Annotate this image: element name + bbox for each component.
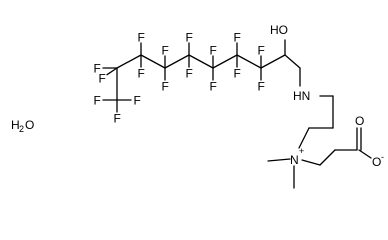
water-h: H <box>11 118 20 132</box>
heteroatom-labels: HO HN N + O O - <box>270 23 384 169</box>
ammonium-n-label: N <box>290 153 299 167</box>
bond-c8-c9 <box>260 54 286 69</box>
fluorine-label: F <box>99 72 106 86</box>
carboxylate-oxygen-label: O <box>372 155 381 169</box>
bond-c7-c8 <box>236 54 262 69</box>
fluorine-label: F <box>234 67 241 81</box>
fluorine-label: F <box>162 44 169 58</box>
skeleton-bonds <box>116 39 372 189</box>
bond-c5-c6 <box>188 54 214 69</box>
bond-c16-o-minus <box>358 149 372 159</box>
fluorine-label: F <box>138 31 145 45</box>
fluorine-label: F <box>186 67 193 81</box>
water-subscript: 2 <box>19 124 24 134</box>
bond-c2-c3 <box>116 54 142 69</box>
fluorine-label: F <box>186 31 193 45</box>
bond-c6-c7 <box>212 54 238 69</box>
fluorine-label: F <box>162 80 169 94</box>
fluorine-label: F <box>210 44 217 58</box>
bond-c9-c10 <box>284 54 301 69</box>
fluorine-label: F <box>138 67 145 81</box>
water-o: O <box>25 118 34 132</box>
water-molecule: H 2 O <box>11 118 34 134</box>
bond-n-c14 <box>301 159 321 166</box>
carboxylate-charge: - <box>381 152 384 162</box>
fluorine-label: F <box>134 94 141 108</box>
bond-c14-c15 <box>319 149 336 166</box>
fluorine-label: F <box>94 94 101 108</box>
carbonyl-oxygen-label: O <box>355 114 364 128</box>
bond-c13-n <box>298 127 310 149</box>
bond-n-methyl-1 <box>267 158 291 162</box>
fluorine-label: F <box>114 112 121 126</box>
bond-c-f <box>106 67 118 76</box>
bond-c3-c4 <box>140 54 166 69</box>
amine-label: HN <box>293 89 310 103</box>
fluorine-label: F <box>210 80 217 94</box>
fluorine-label: F <box>258 44 265 58</box>
ammonium-charge: + <box>299 146 304 156</box>
hydroxyl-label: HO <box>270 23 288 37</box>
bond-c4-c5 <box>164 54 190 69</box>
fluorine-label: F <box>258 80 265 94</box>
fluorine-label: F <box>94 62 101 76</box>
fluorine-label: F <box>234 31 241 45</box>
